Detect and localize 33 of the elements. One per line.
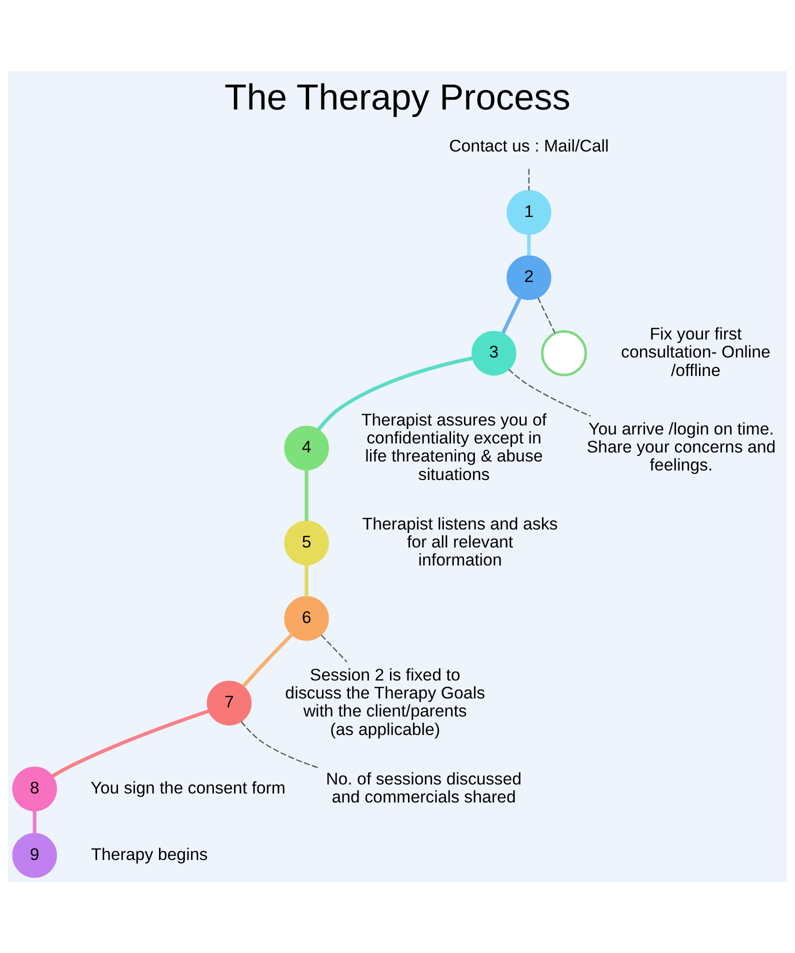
connector bbox=[304, 564, 308, 597]
node-circle: 5 bbox=[284, 520, 329, 566]
connector bbox=[32, 810, 36, 834]
node-circle: 9 bbox=[12, 833, 57, 878]
node-text: Session 2 is fixed to discuss the Therapy Goals with the client/parents (as applicable) bbox=[285, 665, 486, 739]
connector bbox=[304, 470, 308, 522]
node-label: Therapist listens and asks for all relevant information bbox=[362, 514, 558, 570]
connector bbox=[242, 634, 293, 688]
node-circle: 8 bbox=[12, 766, 57, 812]
node-circle: 6 bbox=[284, 596, 329, 641]
node-circle: 7 bbox=[206, 680, 252, 726]
node-circle: 4 bbox=[284, 426, 329, 470]
connector bbox=[528, 168, 530, 190]
connector bbox=[317, 356, 474, 431]
connector bbox=[240, 721, 320, 769]
node-circle bbox=[541, 330, 587, 376]
connector bbox=[320, 634, 348, 662]
diagram-title: The Therapy Process bbox=[224, 76, 570, 118]
node-circle: 3 bbox=[472, 330, 516, 376]
node-text: No. of sessions discussed and commercials shared bbox=[326, 769, 522, 806]
connector bbox=[527, 234, 531, 256]
node-label: Therapy begins bbox=[91, 844, 208, 864]
node-text: You arrive /login on time. Share your concerns and feelings. bbox=[586, 419, 776, 475]
node-label: Therapist assures you of confidentiality except in life threatening & abuse situations bbox=[361, 410, 547, 484]
connector bbox=[501, 296, 522, 334]
node-circle: 1 bbox=[506, 190, 552, 235]
connector bbox=[51, 709, 210, 778]
connector bbox=[537, 297, 556, 334]
connector bbox=[508, 369, 591, 417]
node-text: Contact us : Mail/Call bbox=[449, 136, 609, 156]
node-circle: 2 bbox=[506, 255, 552, 300]
node-label: You sign the consent form bbox=[90, 778, 286, 798]
node-label: Fix your first consultation- Online /offline bbox=[621, 324, 770, 380]
